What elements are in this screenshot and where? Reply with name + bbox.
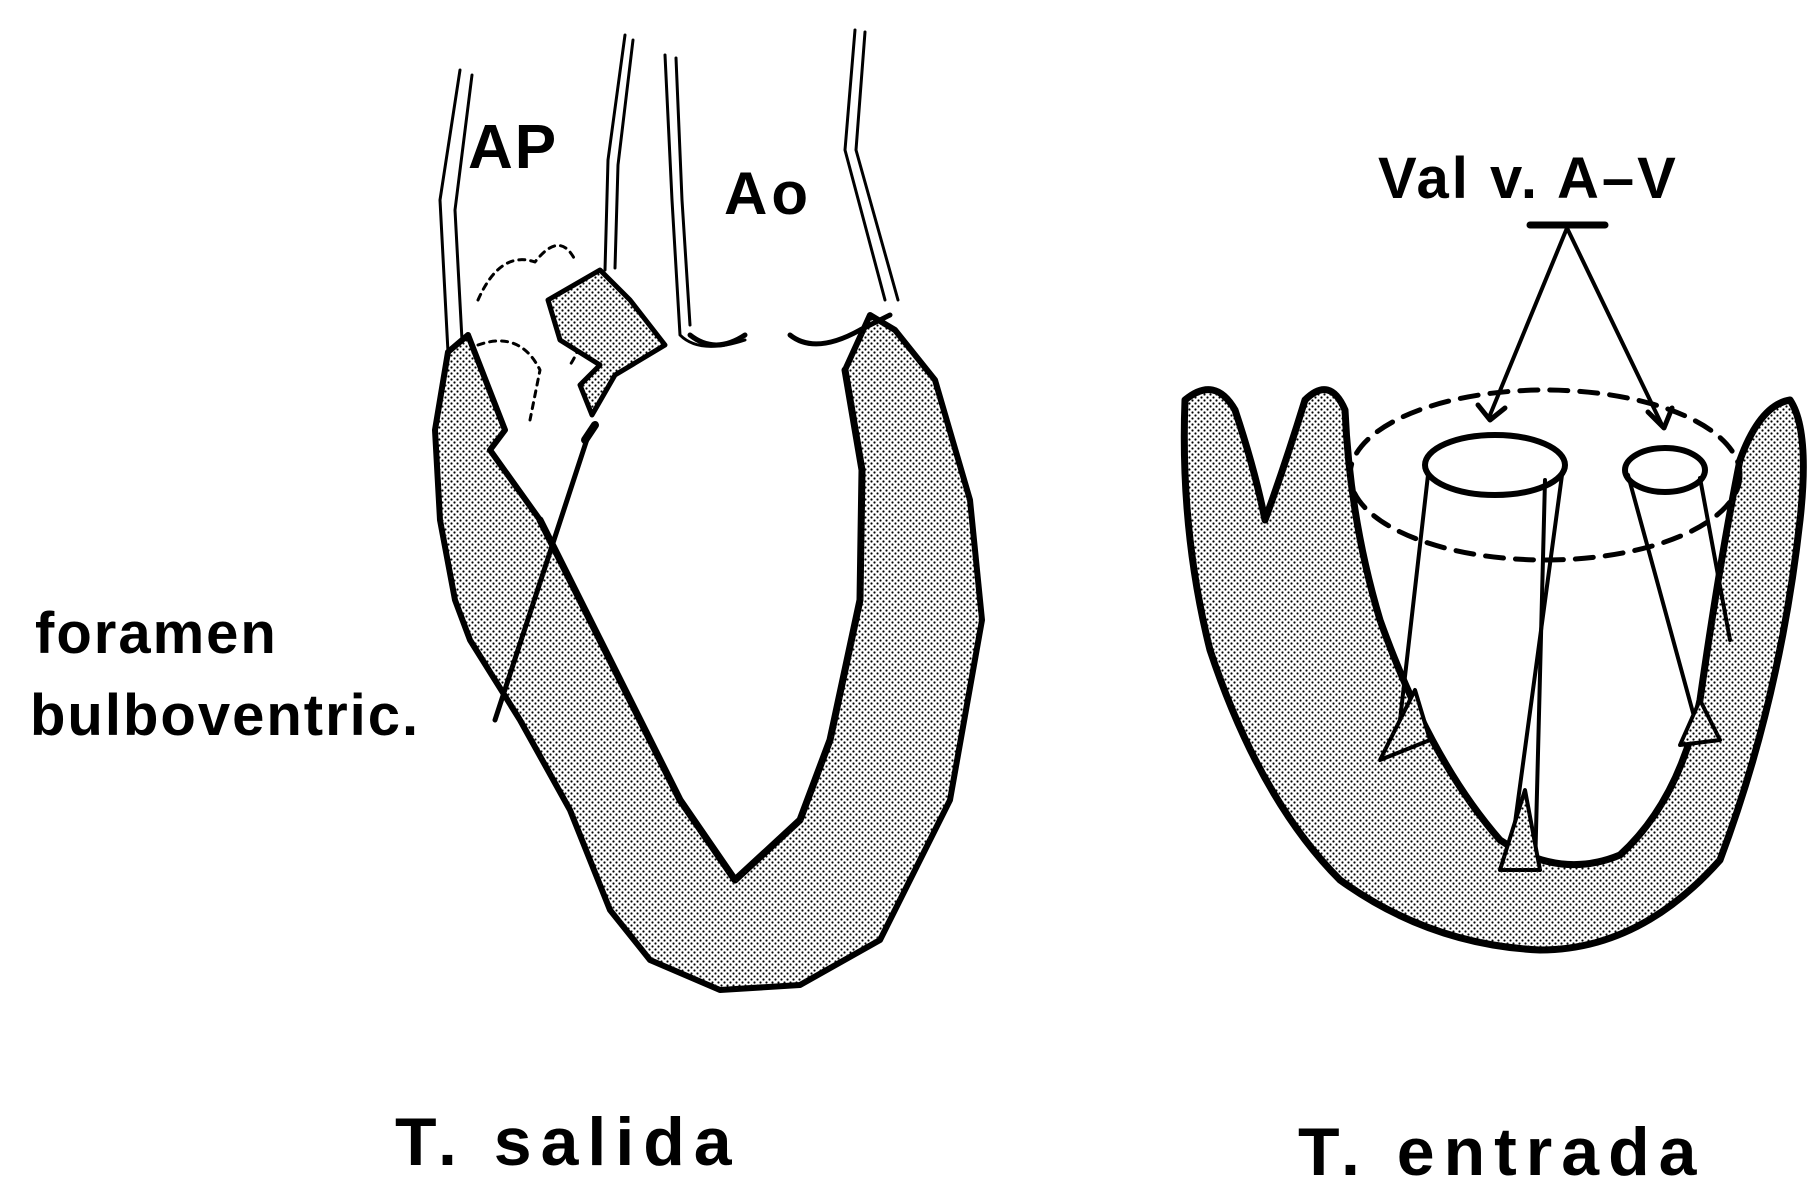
label-aorta: Ao bbox=[724, 164, 812, 224]
aorta-right-wall-2 bbox=[856, 32, 898, 300]
chordae-right-1 bbox=[1628, 475, 1695, 720]
papillary-muscle-center bbox=[1500, 790, 1540, 870]
caption-inflow-tract: T. entrada bbox=[1298, 1118, 1705, 1186]
valv-arrow-left bbox=[1490, 228, 1567, 415]
pulmonary-artery-left-wall bbox=[440, 70, 460, 352]
aorta-right-wall bbox=[845, 30, 885, 300]
pulmonary-artery-right-wall-2 bbox=[615, 40, 633, 268]
crista-supraventricularis bbox=[548, 270, 665, 415]
label-av-valves: Val v. A–V bbox=[1378, 150, 1679, 208]
label-bulboventricular: bulboventric. bbox=[30, 687, 420, 745]
av-valve-ring-right bbox=[1625, 448, 1705, 492]
inflow-tract-heart bbox=[1184, 225, 1803, 950]
label-pulmonary-artery: AP bbox=[468, 117, 558, 179]
chordae-left-1 bbox=[1400, 475, 1428, 720]
label-foramen: foramen bbox=[35, 605, 278, 663]
caption-outflow-tract: T. salida bbox=[395, 1108, 741, 1176]
foramen-pointer-tip bbox=[585, 425, 595, 440]
